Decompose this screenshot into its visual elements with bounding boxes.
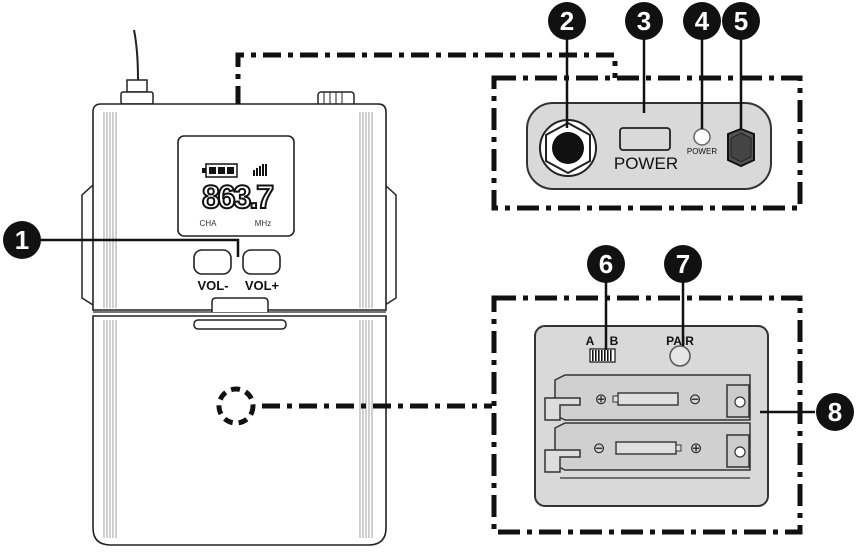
vol-up-label: VOL+ xyxy=(245,278,280,293)
callout-3: 3 xyxy=(625,2,663,40)
housing-ribs xyxy=(103,112,373,538)
switch-grip-line xyxy=(601,350,603,361)
battery-2-right-symbol: ⊕ xyxy=(690,440,703,457)
callout-7-number: 7 xyxy=(676,249,690,279)
battery-1-left-symbol: ⊕ xyxy=(595,391,608,408)
power-led-label: POWER xyxy=(687,147,717,156)
pair-button[interactable] xyxy=(669,345,691,367)
power-button[interactable] xyxy=(619,127,671,151)
callout-4-number: 4 xyxy=(695,6,710,36)
callout-5: 5 xyxy=(722,2,760,40)
callout-1-number: 1 xyxy=(15,225,29,255)
callout-4: 4 xyxy=(683,2,721,40)
callout-8: 8 xyxy=(816,393,854,431)
power-button-label: POWER xyxy=(614,154,678,173)
callout-2-number: 2 xyxy=(560,6,574,36)
switch-grip-line xyxy=(598,350,600,361)
callout-2: 2 xyxy=(548,2,586,40)
battery-1-cell xyxy=(617,392,679,406)
battery-panel-detail: A B PAIR ⊕ ⊖ ⊖ ⊕ xyxy=(534,325,769,507)
switch-label-b: B xyxy=(610,334,619,348)
lcd-battery-icon xyxy=(202,163,238,178)
right-clip xyxy=(384,184,397,306)
vol-up-button[interactable] xyxy=(242,249,281,275)
switch-grip-line xyxy=(595,350,597,361)
switch-grip-line xyxy=(604,350,606,361)
antenna-connector xyxy=(120,91,154,105)
lcd-unit-label: MHz xyxy=(255,219,271,228)
lcd-display xyxy=(177,135,295,237)
callout-1-line xyxy=(38,238,240,257)
antenna-wire xyxy=(133,29,139,81)
top-link-line xyxy=(235,52,618,104)
door-groove xyxy=(193,319,287,330)
lcd-signal-icon xyxy=(253,164,267,176)
callout-5-number: 5 xyxy=(734,6,748,36)
callout-7: 7 xyxy=(664,245,702,283)
switch-label-a: A xyxy=(586,334,595,348)
switch-grip-line xyxy=(607,350,609,361)
battery-1-right-symbol: ⊖ xyxy=(689,391,702,408)
callout-8-number: 8 xyxy=(828,397,842,427)
antenna-base xyxy=(126,79,148,93)
top-panel-detail: POWER POWER xyxy=(526,102,772,190)
battery-2-left-symbol: ⊖ xyxy=(593,440,606,457)
callout-3-number: 3 xyxy=(637,6,651,36)
door-latch xyxy=(211,297,269,312)
switch-grip-line xyxy=(610,350,612,361)
top-detail-frame xyxy=(491,75,803,211)
transmitter-body: 863.7 CHA MHz VOL- VOL+ xyxy=(81,29,397,546)
vol-down-button[interactable] xyxy=(193,249,232,275)
battery-2-cell xyxy=(615,441,677,455)
jack-hole xyxy=(552,132,584,164)
left-clip xyxy=(81,184,94,306)
ab-switch-grip xyxy=(592,350,612,361)
switch-grip-line xyxy=(592,350,594,361)
callout-1: 1 xyxy=(3,221,41,259)
power-led xyxy=(693,128,711,146)
callout-6: 6 xyxy=(587,245,625,283)
callout-6-number: 6 xyxy=(599,249,613,279)
battery-door-marker xyxy=(216,386,256,426)
lcd-frequency: 863.7 xyxy=(202,179,273,215)
vol-down-label: VOL- xyxy=(197,278,228,293)
battery-detail-frame xyxy=(491,295,803,535)
battery-door xyxy=(92,315,387,546)
pair-label: PAIR xyxy=(666,334,694,348)
lcd-channel-label: CHA xyxy=(200,219,218,228)
